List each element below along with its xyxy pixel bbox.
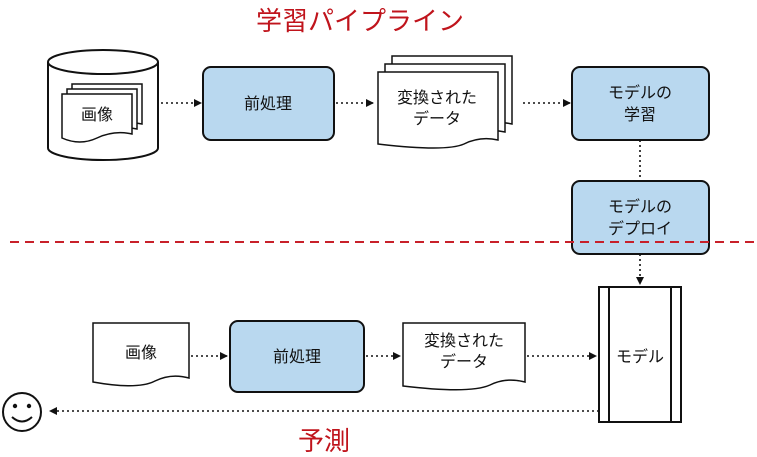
training-images-label: 画像 xyxy=(81,105,113,124)
prediction-transformed-data-doc: 変換された データ xyxy=(402,322,526,391)
smiley-face-icon xyxy=(2,392,42,432)
model-training-label-line1: モデルの xyxy=(608,83,672,102)
model-training-label-line2: 学習 xyxy=(624,105,656,124)
model-deploy-label-line2: デプロイ xyxy=(608,219,672,238)
prediction-preprocess-label: 前処理 xyxy=(273,347,321,366)
prediction-transformed-label-line2: データ xyxy=(440,352,488,371)
model-training-box: モデルの 学習 xyxy=(571,66,710,141)
model-deploy-label-line1: モデルの xyxy=(608,197,672,216)
training-preprocess-label: 前処理 xyxy=(244,94,292,113)
training-pipeline-title: 学習パイプライン xyxy=(256,7,464,37)
training-transformed-data-stack: 変換された データ xyxy=(377,55,513,149)
model-deploy-box: モデルの デプロイ xyxy=(571,180,710,255)
model-box: モデル xyxy=(598,286,682,423)
image-database-icon: 画像 xyxy=(47,49,159,161)
training-preprocess-box: 前処理 xyxy=(202,66,335,141)
prediction-title: 予測 xyxy=(298,427,350,457)
training-transformed-label-line2: データ xyxy=(413,109,461,128)
prediction-image-doc: 画像 xyxy=(92,322,190,387)
prediction-transformed-label-line1: 変換された xyxy=(424,331,504,350)
prediction-image-label: 画像 xyxy=(125,343,157,362)
model-label: モデル xyxy=(616,347,664,366)
prediction-preprocess-box: 前処理 xyxy=(229,320,365,393)
training-transformed-label-line1: 変換された xyxy=(397,88,477,107)
